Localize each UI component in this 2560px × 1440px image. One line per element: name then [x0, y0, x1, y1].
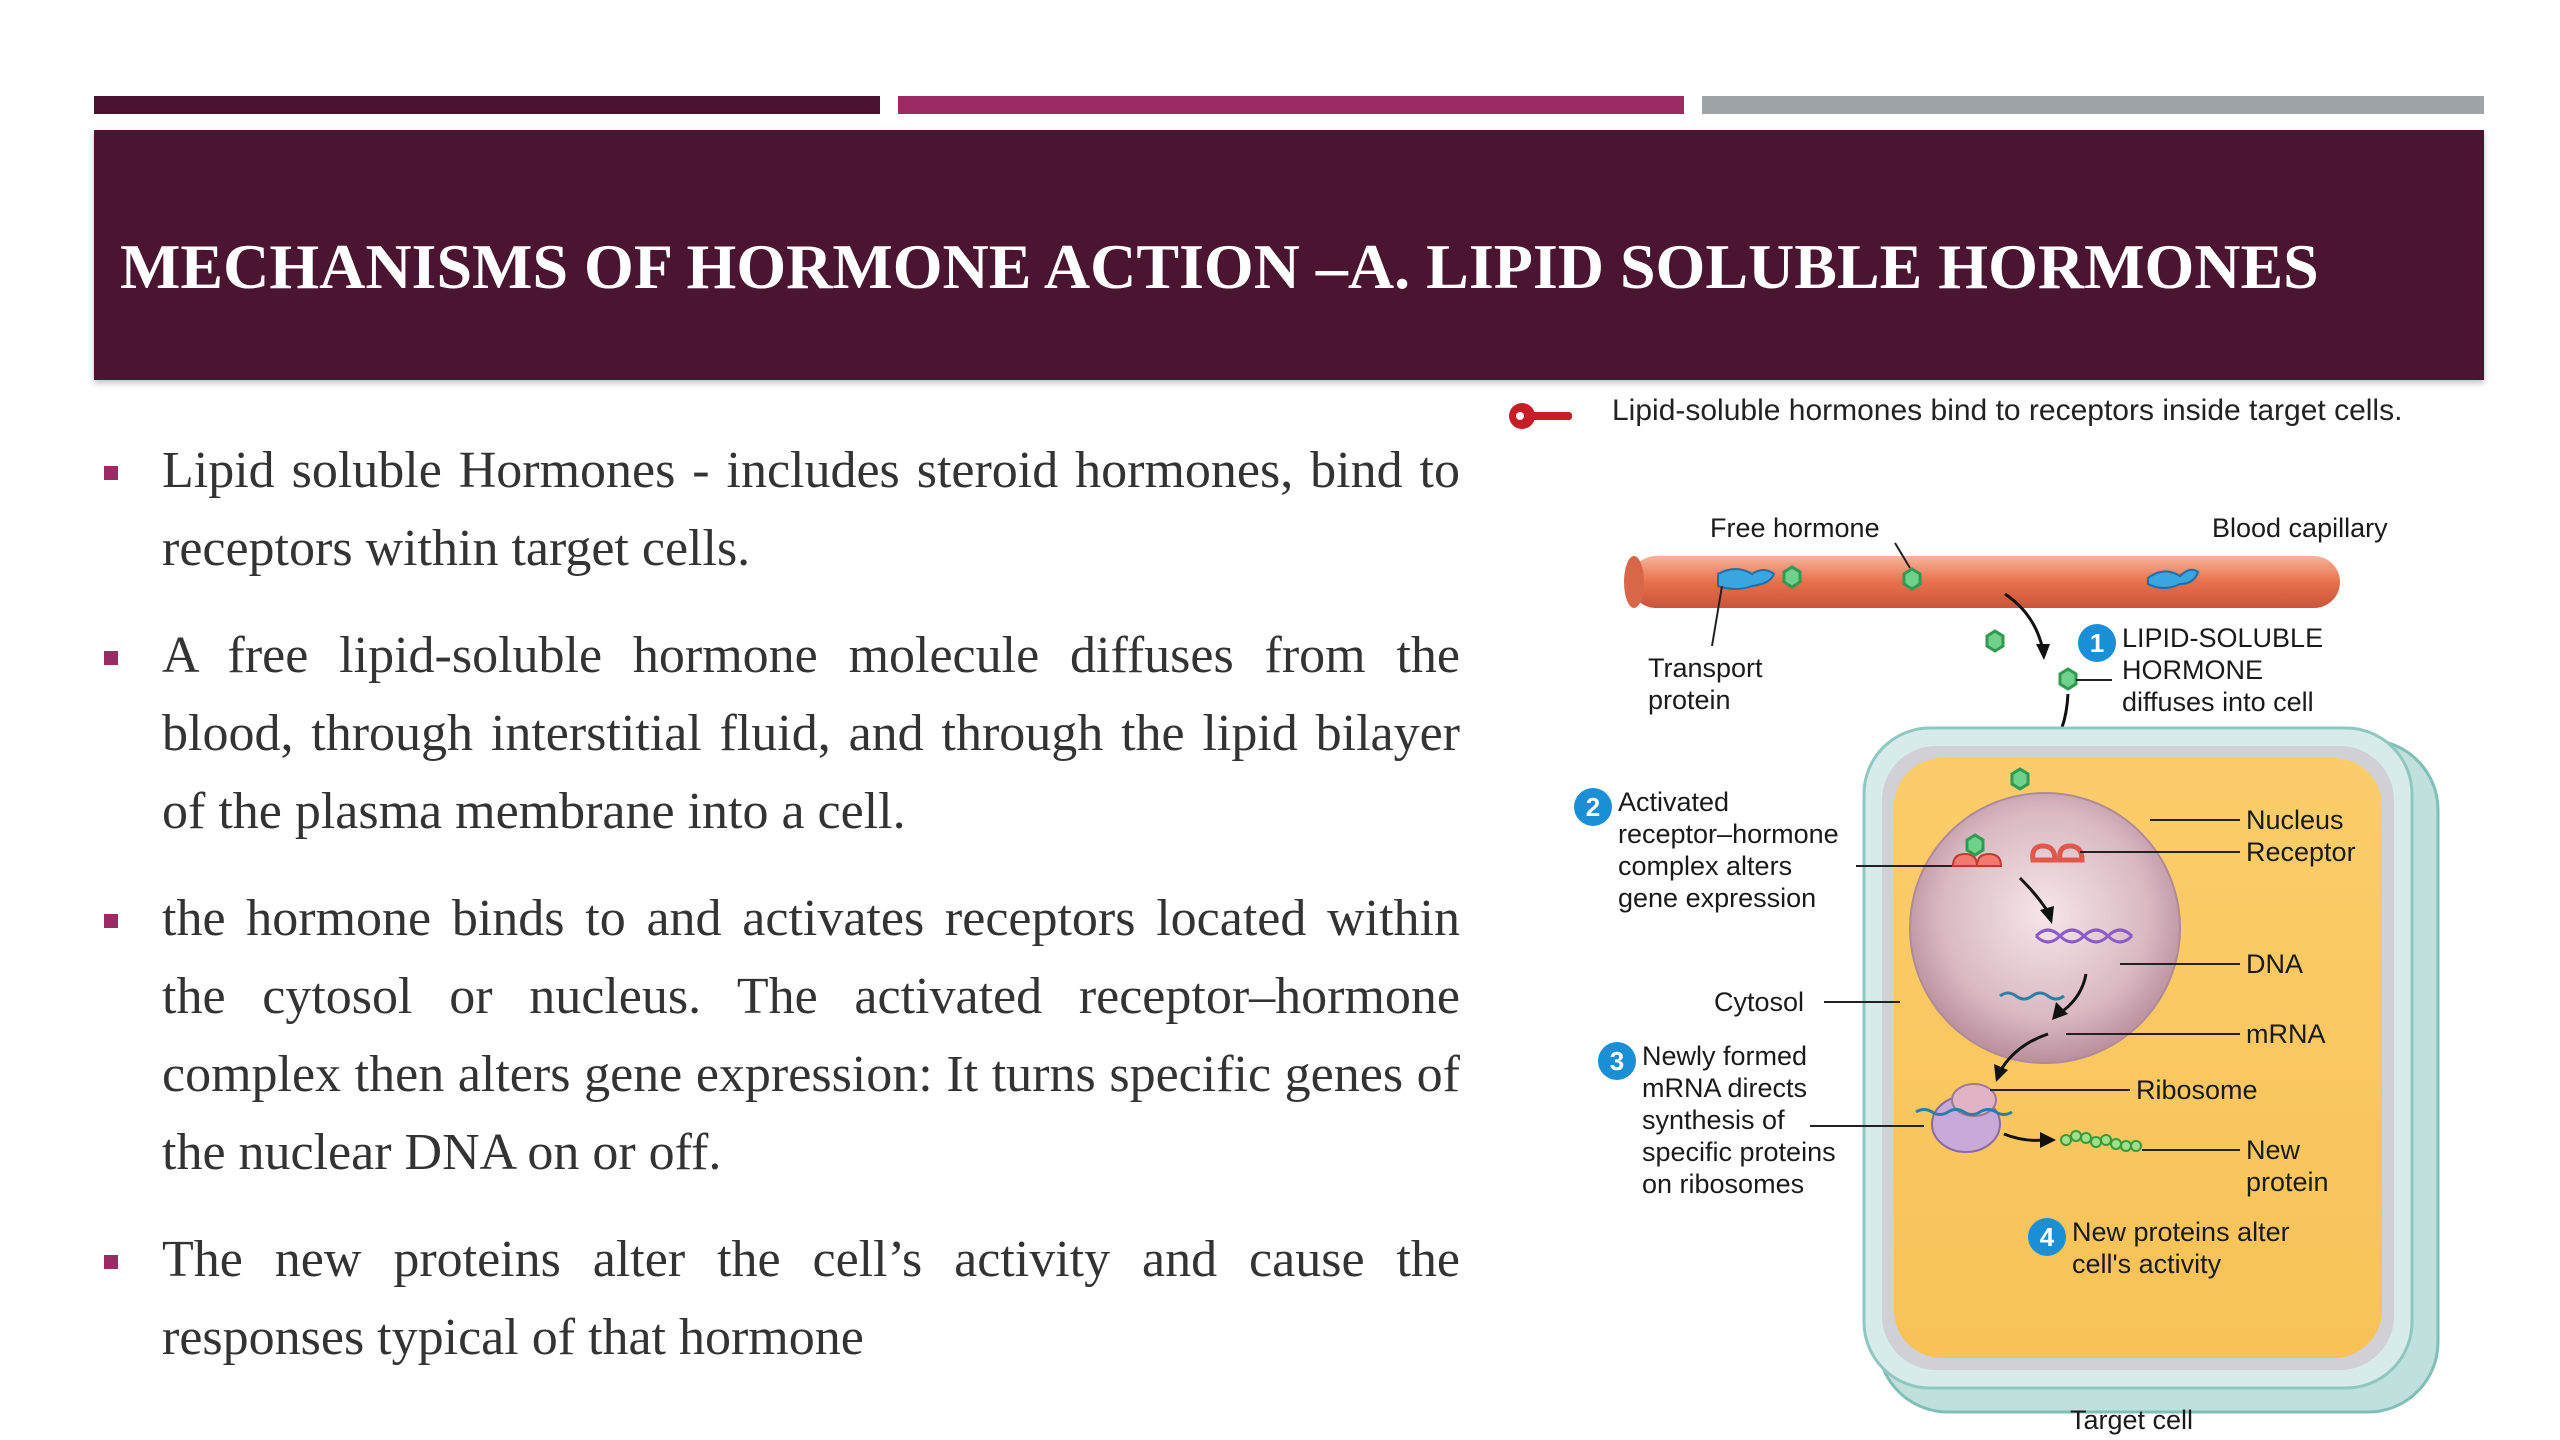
free-hormone-icon [1902, 567, 1922, 591]
bullet-text: the hormone binds to and activates recep… [162, 890, 1460, 1181]
step-1-badge: 1 [2078, 624, 2116, 662]
bullet-text: Lipid soluble Hormones - includes steroi… [162, 442, 1460, 577]
hormone-molecule-icon [2058, 667, 2078, 691]
hormone-diagram: Lipid-soluble hormones bind to receptors… [1500, 388, 2500, 1440]
diagram-graphics [1509, 403, 2440, 1414]
dna-icon [2034, 928, 2134, 944]
label-free-hormone: Free hormone [1710, 513, 1880, 543]
ribosome-icon [1915, 1083, 2013, 1153]
bullet-item: The new proteins alter the cell’s activi… [96, 1221, 1460, 1377]
bullet-item: A free lipid-soluble hormone molecule di… [96, 617, 1460, 851]
label-target-cell: Target cell [2070, 1405, 2194, 1435]
step-2-badge: 2 [1574, 788, 1612, 826]
receptor-icon [2030, 843, 2085, 863]
label-cytosol: Cytosol [1714, 987, 1805, 1017]
figure-caption: Lipid-soluble hormones bind to receptors… [1612, 394, 2403, 427]
mrna-icon [1999, 991, 2065, 1001]
bullet-square-icon [104, 651, 118, 665]
bullet-square-icon [104, 466, 118, 480]
hormone-molecule-icon [1985, 629, 2005, 653]
bullet-square-icon [104, 1255, 118, 1269]
label-nucleus: Nucleus [2246, 805, 2344, 835]
label-mrna: mRNA [2246, 1019, 2326, 1049]
bullet-item: the hormone binds to and activates recep… [96, 880, 1460, 1192]
slide-title: MECHANISMS OF HORMONE ACTION –A. LIPID S… [120, 231, 2319, 302]
label-ribosome: Ribosome [2136, 1075, 2258, 1105]
blood-capillary [1624, 556, 2340, 608]
bullet-item: Lipid soluble Hormones - includes steroi… [96, 432, 1460, 588]
step-3-badge: 3 [1598, 1042, 1636, 1080]
receptor-hormone-complex [1951, 833, 2003, 867]
new-protein-icon [2060, 1130, 2142, 1152]
nucleus [1909, 792, 2181, 1064]
bullet-list: Lipid soluble Hormones - includes steroi… [96, 432, 1460, 1406]
accent-bar-dark [94, 96, 880, 114]
bullet-text: A free lipid-soluble hormone molecule di… [162, 627, 1460, 840]
transport-protein-icon [2147, 568, 2200, 589]
accent-bar-gray [1702, 96, 2484, 114]
title-banner: MECHANISMS OF HORMONE ACTION –A. LIPID S… [94, 130, 2484, 380]
key-icon [1509, 403, 1572, 429]
label-blood-capillary: Blood capillary [2212, 513, 2388, 543]
accent-bar-magenta [898, 96, 1684, 114]
label-dna: DNA [2246, 949, 2304, 979]
label-receptor: Receptor [2246, 837, 2356, 867]
hormone-molecule-icon [2010, 767, 2030, 791]
bullet-square-icon [104, 914, 118, 928]
step-4-badge: 4 [2028, 1218, 2066, 1256]
transport-protein-icon [1717, 565, 1802, 590]
bullet-text: The new proteins alter the cell’s activi… [162, 1231, 1460, 1366]
